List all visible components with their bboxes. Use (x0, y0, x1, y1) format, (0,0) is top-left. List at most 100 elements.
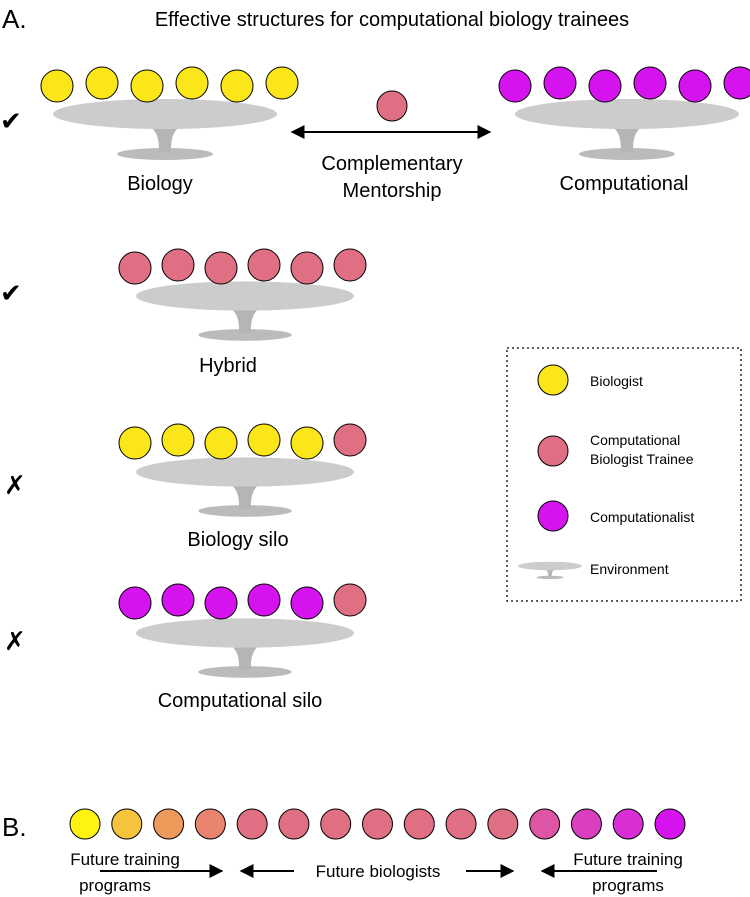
pedestal-top (136, 281, 354, 311)
spectrum-circle (612, 808, 644, 840)
spectrum-circle (153, 808, 185, 840)
trainee-circle (333, 423, 367, 457)
computationalist-circle (543, 66, 577, 100)
group-label-computational: Computational (560, 173, 689, 195)
group-label-hybrid: Hybrid (199, 355, 257, 377)
group-hybrid: Hybrid (118, 248, 367, 377)
spectrum-circle (445, 808, 477, 840)
pedestal-base (198, 505, 292, 517)
biologist-circle (85, 66, 119, 100)
check-icon: ✔ (0, 278, 22, 308)
group-label-computational-silo: Computational silo (158, 690, 323, 712)
biologist-circle (265, 66, 299, 100)
trainee-spectrum (69, 808, 686, 840)
pedestal-base (117, 148, 213, 160)
pedestal-top (515, 99, 739, 129)
computationalist-circle (118, 586, 152, 620)
trainee-circle (290, 251, 324, 285)
pedestal-top (136, 618, 354, 648)
biologist-circle (220, 69, 254, 103)
group-label-biology: Biology (127, 173, 193, 195)
environment-pedestal (136, 618, 354, 678)
legend-biologist-swatch (537, 364, 569, 396)
spectrum-circle (278, 808, 310, 840)
future-training-left-line1: Future training (70, 850, 180, 869)
legend-computationalist-swatch (537, 500, 569, 532)
bridge-label-line1: Complementary (321, 153, 462, 175)
spectrum-circle (529, 808, 561, 840)
biologist-circle (204, 426, 238, 460)
environment-pedestal (136, 281, 354, 341)
spectrum-circle (194, 808, 226, 840)
computationalist-circle (498, 69, 532, 103)
pedestal-base (579, 148, 675, 160)
group-biology: Biology (40, 66, 299, 195)
biologist-circle (290, 426, 324, 460)
computationalist-circle (204, 586, 238, 620)
computationalist-circle (588, 69, 622, 103)
biologist-circle (247, 423, 281, 457)
group-computational: Computational (498, 66, 750, 195)
legend-trainee-swatch (537, 435, 569, 467)
biologist-circle (130, 69, 164, 103)
group-biology-silo: Biology silo (118, 423, 367, 551)
trainee-circle (161, 248, 195, 282)
future-biologists-label: Future biologists (316, 862, 441, 881)
spectrum-circle (320, 808, 352, 840)
pedestal-top (53, 99, 277, 129)
panel-a-label: A. (2, 4, 27, 34)
future-training-right-line2: programs (592, 876, 664, 895)
computationalist-circle (678, 69, 712, 103)
spectrum-circle (654, 808, 686, 840)
legend-box (506, 347, 742, 602)
spectrum-circle (111, 808, 143, 840)
trainee-mentor-circle (376, 90, 408, 122)
biologist-circle (161, 423, 195, 457)
biologist-circle (40, 69, 74, 103)
cross-icon: ✗ (4, 626, 26, 656)
pedestal-base (198, 329, 292, 341)
trainee-circle (247, 248, 281, 282)
pedestal-top (136, 457, 354, 487)
cross-icon: ✗ (4, 470, 26, 500)
legend-biologist-label: Biologist (590, 373, 643, 389)
spectrum-circle (403, 808, 435, 840)
environment-pedestal (515, 99, 739, 160)
figure-title: Effective structures for computational b… (155, 9, 629, 31)
computationalist-circle (247, 583, 281, 617)
environment-pedestal (136, 457, 354, 517)
group-computational-silo: Computational silo (118, 583, 367, 712)
trainee-circle (118, 251, 152, 285)
trainee-circle (204, 251, 238, 285)
computationalist-circle (161, 583, 195, 617)
biologist-circle (118, 426, 152, 460)
future-training-left-line2: programs (79, 876, 151, 895)
future-training-right-line1: Future training (573, 850, 683, 869)
environment-pedestal (53, 99, 277, 160)
pedestal-base (536, 575, 564, 580)
complementary-mentorship: Complementary Mentorship (290, 90, 492, 202)
pedestal-base (198, 666, 292, 678)
legend-environment-icon (518, 561, 582, 580)
group-label-biology-silo: Biology silo (187, 529, 288, 551)
bridge-label-line2: Mentorship (343, 180, 442, 202)
spectrum-circle (362, 808, 393, 840)
legend-trainee-label-line1: Computational (590, 432, 680, 448)
computationalist-circle (723, 66, 750, 100)
spectrum-circle (570, 808, 602, 840)
computationalist-circle (633, 66, 667, 100)
legend: Biologist Computational Biologist Traine… (506, 347, 742, 602)
pedestal-top (518, 561, 582, 571)
legend-environment-label: Environment (590, 561, 669, 577)
biologist-circle (175, 66, 209, 100)
check-icon: ✔ (0, 106, 22, 136)
spectrum-circle (236, 808, 268, 840)
spectrum-circle (487, 808, 519, 840)
spectrum-circle (69, 808, 101, 840)
computationalist-circle (290, 586, 324, 620)
panel-b-label: B. (2, 812, 27, 842)
legend-computationalist-label: Computationalist (590, 509, 694, 525)
trainee-circle (333, 248, 367, 282)
trainee-circle (333, 583, 367, 617)
